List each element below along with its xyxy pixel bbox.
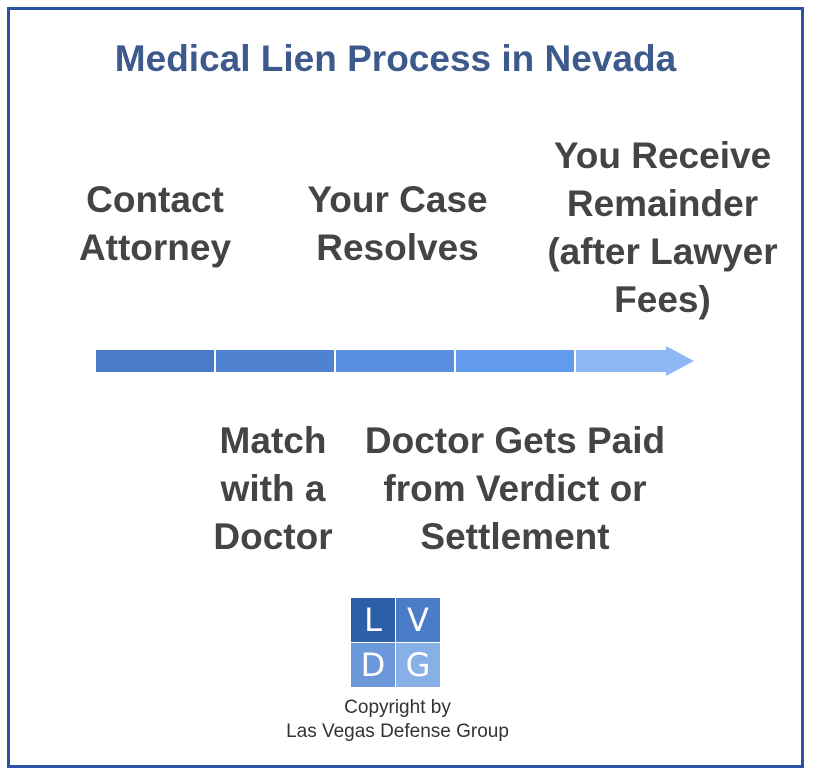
step-match-doctor: Match with a Doctor (193, 417, 353, 561)
arrowhead-icon (666, 346, 694, 376)
step-text-line: Remainder (566, 183, 759, 224)
copyright-line: Copyright by (344, 697, 451, 718)
step-text-line: with a (220, 468, 326, 509)
arrow-segment-2 (216, 350, 334, 372)
arrow-segment-1 (96, 350, 214, 372)
step-doctor-paid: Doctor Gets Paid from Verdict or Settlem… (355, 417, 675, 561)
step-text-line: Match (219, 420, 327, 461)
step-case-resolves: Your Case Resolves (290, 176, 505, 272)
logo-letter: G (395, 642, 440, 687)
step-text-line: Resolves (316, 227, 479, 268)
step-text-line: Contact (86, 179, 224, 220)
step-text-line: from Verdict or (383, 468, 647, 509)
arrow-segment-5 (576, 350, 666, 372)
step-contact-attorney: Contact Attorney (55, 176, 255, 272)
step-text-line: Doctor (213, 516, 333, 557)
step-text-line: Settlement (420, 516, 610, 557)
arrow-segment-4 (456, 350, 574, 372)
step-text-line: You Receive (553, 135, 772, 176)
logo-letter: D (351, 642, 395, 687)
step-receive-remainder: You Receive Remainder (after Lawyer Fees… (530, 132, 795, 324)
logo-letter: V (395, 598, 440, 642)
diagram-title: Medical Lien Process in Nevada (114, 38, 677, 79)
step-text-line: Attorney (78, 227, 232, 268)
process-arrow (96, 346, 694, 376)
step-text-line: Fees) (614, 279, 711, 320)
lvdg-logo: L V D G (351, 598, 440, 687)
step-text-line: Your Case (307, 179, 488, 220)
copyright-notice: Copyright by Las Vegas Defense Group (0, 696, 805, 744)
arrow-segment-3 (336, 350, 454, 372)
logo-letter: L (351, 598, 395, 642)
copyright-line: Las Vegas Defense Group (286, 721, 509, 742)
diagram-frame (7, 7, 804, 768)
step-text-line: Doctor Gets Paid (364, 420, 666, 461)
step-text-line: (after Lawyer (547, 231, 778, 272)
